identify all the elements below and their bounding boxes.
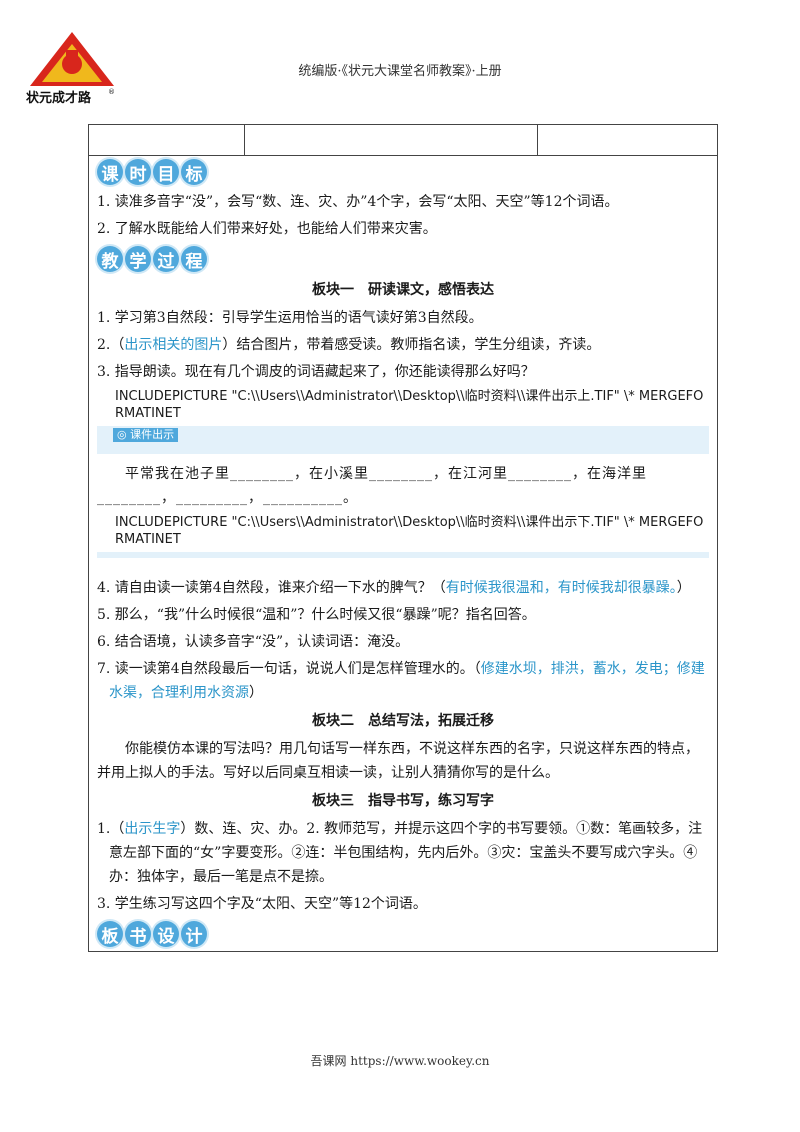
title-char: 书 bbox=[125, 921, 151, 947]
courseware-bar: ◎ 课件出示 bbox=[97, 426, 709, 454]
logo-registered-mark: ® bbox=[108, 88, 115, 96]
title-char: 板 bbox=[97, 921, 123, 947]
section-board-title: 板 书 设 计 bbox=[97, 919, 709, 949]
block1-item-1: 1. 学习第3自然段：引导学生运用恰当的语气读好第3自然段。 bbox=[97, 310, 483, 326]
footer-text: 吾课网 https://www.wookey.cn bbox=[310, 1054, 490, 1068]
title-char: 设 bbox=[153, 921, 179, 947]
block1-title: 板块一 研读课文，感悟表达 bbox=[312, 282, 494, 298]
block2-title: 板块二 总结写法，拓展迁移 bbox=[312, 713, 494, 729]
title-char: 课 bbox=[97, 159, 123, 185]
title-char: 计 bbox=[181, 921, 207, 947]
block1-item-4: 4. 请自由读一读第4自然段，谁来介绍一下水的脾气？（有时候我很温和，有时候我却… bbox=[97, 580, 691, 596]
block1-item-5: 5. 那么，“我”什么时候很“温和”？什么时候又很“暴躁”呢？指名回答。 bbox=[97, 607, 536, 623]
block1-item-3: 3. 指导朗读。现在有几个调皮的词语藏起来了，你还能读得那么好吗？ bbox=[97, 364, 535, 380]
header-title: 统编版·《状元大课堂名师教案》·上册 bbox=[298, 64, 502, 79]
title-char: 目 bbox=[153, 159, 179, 185]
fill-in-blank-text: 平常我在池子里________，在小溪里________，在江河里_______… bbox=[97, 466, 647, 506]
title-char: 标 bbox=[181, 159, 207, 185]
table-header-row bbox=[89, 125, 717, 156]
courseware-bar-end bbox=[97, 552, 709, 558]
block3-title: 板块三 指导书写，练习写字 bbox=[312, 793, 494, 809]
block1-item-7: 7. 读一读第4自然段最后一句话，说说人们是怎样管理水的。（修建水坝，排洪，蓄水… bbox=[97, 661, 705, 701]
section-objectives-title: 课 时 目 标 bbox=[97, 157, 709, 187]
block3-item-3: 3. 学生练习写这四个字及“太阳、天空”等12个词语。 bbox=[97, 896, 427, 912]
block1-item-2: 2.（出示相关的图片）结合图片，带着感受读。教师指名读，学生分组读，齐读。 bbox=[97, 337, 601, 353]
logo-text: 状元成才路 bbox=[26, 90, 92, 106]
title-char: 时 bbox=[125, 159, 151, 185]
annotation-text: 出示生字 bbox=[124, 821, 181, 837]
annotation-text: 有时候我很温和，有时候我却很暴躁。 bbox=[445, 580, 677, 596]
lesson-content: 课 时 目 标 1. 读准多音字“没”，会写“数、连、灾、办”4个字，会写“太阳… bbox=[97, 155, 709, 949]
block1-item-6: 6. 结合语境，认读多音字“没”，认读词语：淹没。 bbox=[97, 634, 410, 650]
annotation-text: 修建水坝，排洪，蓄水，发电；修建水渠，合理利用水资源 bbox=[109, 661, 705, 701]
objective-item: 1. 读准多音字“没”，会写“数、连、灾、办”4个字，会写“太阳、天空”等12个… bbox=[97, 194, 619, 210]
block3-item-1: 1.（出示生字）数、连、灾、办。2. 教师范写，并提示这四个字的书写要领。①数：… bbox=[97, 821, 703, 885]
title-char: 学 bbox=[125, 246, 151, 272]
title-char: 教 bbox=[97, 246, 123, 272]
table-cell-divider bbox=[537, 125, 538, 155]
include-picture-field: INCLUDEPICTURE "C:\\Users\\Administrator… bbox=[115, 389, 704, 421]
table-cell-divider bbox=[244, 125, 245, 155]
brand-logo: 状元成才路 ® bbox=[22, 28, 122, 106]
objective-item: 2. 了解水既能给人们带来好处，也能给人们带来灾害。 bbox=[97, 221, 437, 237]
section-process-title: 教 学 过 程 bbox=[97, 244, 709, 274]
title-char: 程 bbox=[181, 246, 207, 272]
include-picture-field: INCLUDEPICTURE "C:\\Users\\Administrator… bbox=[115, 515, 704, 547]
block2-paragraph: 你能模仿本课的写法吗？用几句话写一样东西，不说这样东西的名字，只说这样东西的特点… bbox=[97, 741, 699, 781]
courseware-tag: ◎ 课件出示 bbox=[113, 428, 179, 442]
annotation-text: 出示相关的图片 bbox=[124, 337, 223, 353]
lesson-table: 课 时 目 标 1. 读准多音字“没”，会写“数、连、灾、办”4个字，会写“太阳… bbox=[88, 124, 718, 952]
title-char: 过 bbox=[153, 246, 179, 272]
